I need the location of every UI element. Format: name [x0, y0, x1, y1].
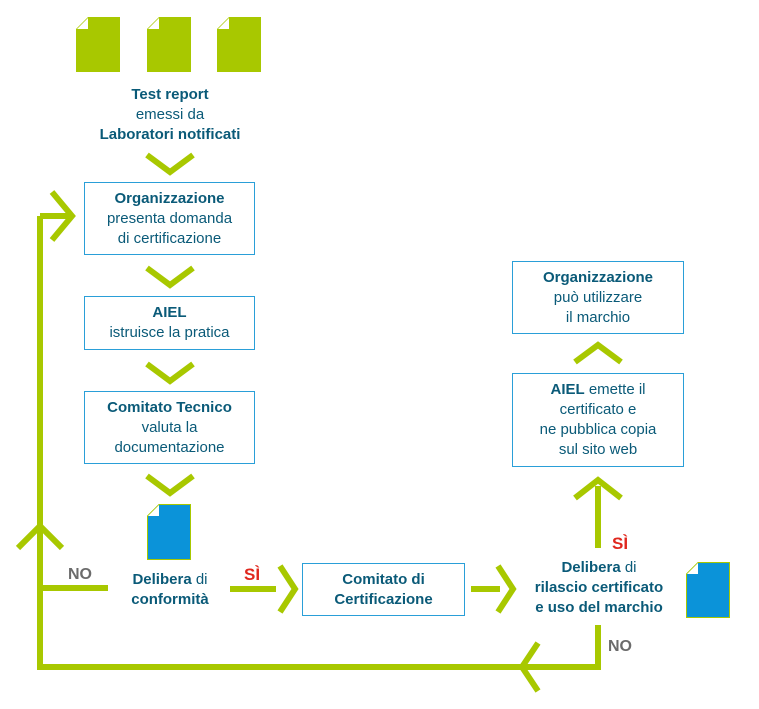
si-label-conformita: SÌ: [244, 565, 261, 584]
step-comitato-tecnico: Comitato Tecnico valuta la documentazion…: [84, 391, 255, 464]
step-delibera-conformita: Delibera di conformità: [131, 571, 209, 608]
step-emette-certificato: AIEL emette il certificato e ne pubblica…: [512, 373, 684, 467]
no-label-rilascio: NO: [608, 638, 632, 655]
blue-document-icon: [147, 504, 191, 560]
blue-document-icon: [686, 562, 730, 618]
step-domanda-certificazione: Organizzazione presenta domanda di certi…: [84, 182, 255, 255]
chevron-down-icon: [145, 265, 195, 289]
chevron-right-icon: [49, 190, 76, 242]
chevron-down-icon: [145, 152, 195, 176]
si-label-rilascio: SÌ: [612, 534, 629, 553]
no-label-conformita: NO: [68, 566, 92, 583]
chevron-right-icon: [495, 564, 517, 614]
chevron-up-icon: [573, 476, 623, 501]
green-document-icon: [147, 17, 191, 72]
chevron-down-icon: [145, 473, 195, 497]
chevron-down-icon: [145, 361, 195, 385]
chevron-right-icon: [277, 564, 299, 614]
green-document-icon: [76, 17, 120, 72]
loop-line: [37, 216, 601, 670]
step-istruisce-pratica: AIEL istruisce la pratica: [84, 296, 255, 350]
step-utilizza-marchio: Organizzazione può utilizzare il marchio: [512, 261, 684, 334]
step-comitato-certificazione: Comitato di Certificazione: [302, 563, 465, 616]
chevron-left-icon: [518, 641, 541, 693]
chevron-up-icon: [15, 521, 65, 551]
chevron-up-icon: [573, 341, 623, 365]
test-report-label: Test report emessi da Laboratori notific…: [99, 86, 241, 143]
green-document-icon: [217, 17, 261, 72]
step-delibera-rilascio: Delibera di rilascio certificato e uso d…: [534, 559, 664, 616]
